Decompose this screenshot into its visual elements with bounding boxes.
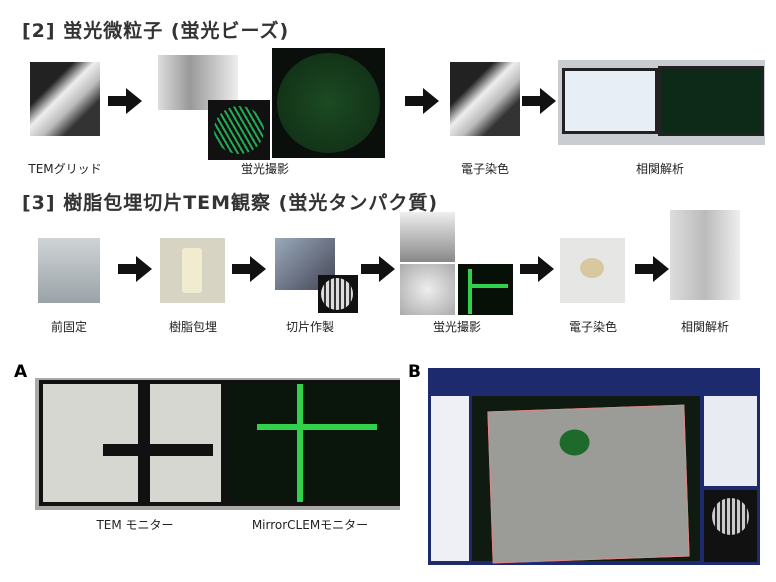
fluorescent-beads-photo: [272, 48, 385, 158]
step-label: 前固定: [50, 320, 87, 334]
section3-title: [3] 樹脂包埋切片TEM観察 (蛍光タンパク質): [22, 192, 439, 214]
arrow-icon: [635, 256, 669, 282]
step-label: 電子染色: [460, 162, 509, 176]
step-label: 樹脂包埋: [168, 320, 217, 334]
arrow-icon: [232, 256, 266, 282]
electron-stain-photo-2: [560, 238, 625, 303]
step-label: 蛍光撮影: [240, 162, 289, 176]
fluorescence-microscope-photo: [400, 212, 455, 262]
electron-stain-photo: [450, 62, 520, 136]
correlation-monitors-photo: [558, 60, 765, 145]
arrow-icon: [522, 88, 556, 114]
step-label: 相関解析: [635, 162, 684, 176]
step-label: 電子染色: [568, 320, 617, 334]
section-grid-photo: [318, 275, 358, 313]
fixation-photo: [38, 238, 100, 303]
arrow-icon: [118, 256, 152, 282]
mirrorclem-monitor-caption: MirrorCLEMモニター: [251, 518, 369, 532]
tem-monitor-caption: TEM モニター: [96, 518, 174, 532]
mirrorclem-software-screenshot: [428, 368, 760, 565]
arrow-icon: [108, 88, 142, 114]
step-label: 蛍光撮影: [432, 320, 481, 334]
arrow-icon: [361, 256, 395, 282]
panel-b-label: B: [408, 362, 421, 382]
section2-title: [2] 蛍光微粒子 (蛍光ビーズ): [22, 20, 290, 42]
arrow-icon: [405, 88, 439, 114]
step-label: 切片作製: [285, 320, 334, 334]
dish-photo: [400, 264, 455, 315]
panel-a-label: A: [14, 362, 28, 382]
grid-fluorescence-photo: [208, 100, 270, 160]
monitors-photo: [35, 378, 400, 510]
arrow-icon: [520, 256, 554, 282]
step-label: 相関解析: [680, 320, 729, 334]
step-label: TEMグリッド: [28, 162, 102, 176]
correlation-system-photo: [670, 210, 740, 300]
tem-grid-photo: [30, 62, 100, 136]
resin-embedding-photo: [160, 238, 225, 303]
fluorescence-image: [458, 264, 513, 315]
